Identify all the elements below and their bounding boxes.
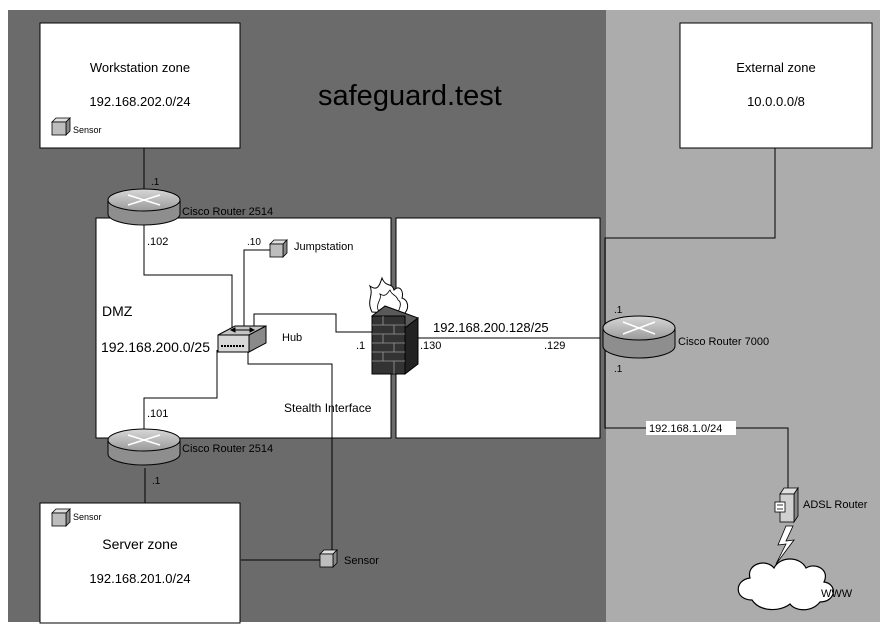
router-icon xyxy=(602,315,676,359)
external-zone-box xyxy=(679,22,873,149)
server-zone-box xyxy=(39,502,241,624)
sensor-icon xyxy=(51,117,71,136)
stealth-sensor-label: Sensor xyxy=(344,555,379,567)
bottom-router-label: Cisco Router 2514 xyxy=(182,443,273,455)
workstation-sensor-label: Sensor xyxy=(73,125,102,135)
jumpstation-ip: .10 xyxy=(247,237,261,248)
workstation-zone-subnet: 192.168.202.0/24 xyxy=(89,94,190,109)
dmz-subnet: 192.168.200.0/25 xyxy=(101,339,210,355)
hub-label: Hub xyxy=(282,332,302,344)
firewall-outer-ip: .130 xyxy=(420,340,441,352)
router7000-inner-ip: .129 xyxy=(544,340,565,352)
jumpstation-label: Jumpstation xyxy=(294,241,353,253)
router7000-bottom-ip: .1 xyxy=(614,364,623,375)
bottom-router-srv-ip: .1 xyxy=(152,476,161,487)
workstation-zone-name: Workstation zone xyxy=(90,60,190,75)
hub-icon xyxy=(217,325,267,353)
firewall-inner-ip: .1 xyxy=(356,340,365,352)
lightning-icon xyxy=(775,525,795,565)
workstation-zone-box xyxy=(39,22,241,149)
router-icon xyxy=(107,188,181,226)
external-zone-name: External zone xyxy=(736,60,816,75)
firewall-icon xyxy=(368,276,420,376)
server-sensor-label: Sensor xyxy=(73,512,102,522)
adsl-net-label-bg xyxy=(646,421,736,435)
diagram-title: safeguard.test xyxy=(318,80,502,112)
server-zone-subnet: 192.168.201.0/24 xyxy=(89,571,190,586)
cloud-icon xyxy=(737,558,834,611)
top-router-dmz-ip: .102 xyxy=(147,236,168,248)
stealth-interface-label: Stealth Interface xyxy=(284,401,372,415)
adsl-router-label: ADSL Router xyxy=(803,499,868,511)
transit-box xyxy=(395,217,601,439)
router-icon xyxy=(107,428,181,466)
www-label: WWW xyxy=(821,588,853,600)
jumpstation-icon xyxy=(269,239,288,258)
top-router-label: Cisco Router 2514 xyxy=(182,206,273,218)
external-zone-subnet: 10.0.0.0/8 xyxy=(747,94,805,109)
transit-net-label: 192.168.200.128/25 xyxy=(433,320,549,335)
bottom-router-dmz-ip: .101 xyxy=(147,408,168,420)
sensor-icon xyxy=(319,549,338,568)
top-router-ws-ip: .1 xyxy=(151,177,160,188)
router7000-label: Cisco Router 7000 xyxy=(678,336,769,348)
adsl-router-icon xyxy=(774,486,799,524)
dmz-name: DMZ xyxy=(102,303,133,319)
sensor-icon xyxy=(51,508,71,527)
server-zone-name: Server zone xyxy=(102,536,178,552)
router7000-top-ip: .1 xyxy=(614,305,623,316)
adsl-net-label: 192.168.1.0/24 xyxy=(649,423,722,435)
